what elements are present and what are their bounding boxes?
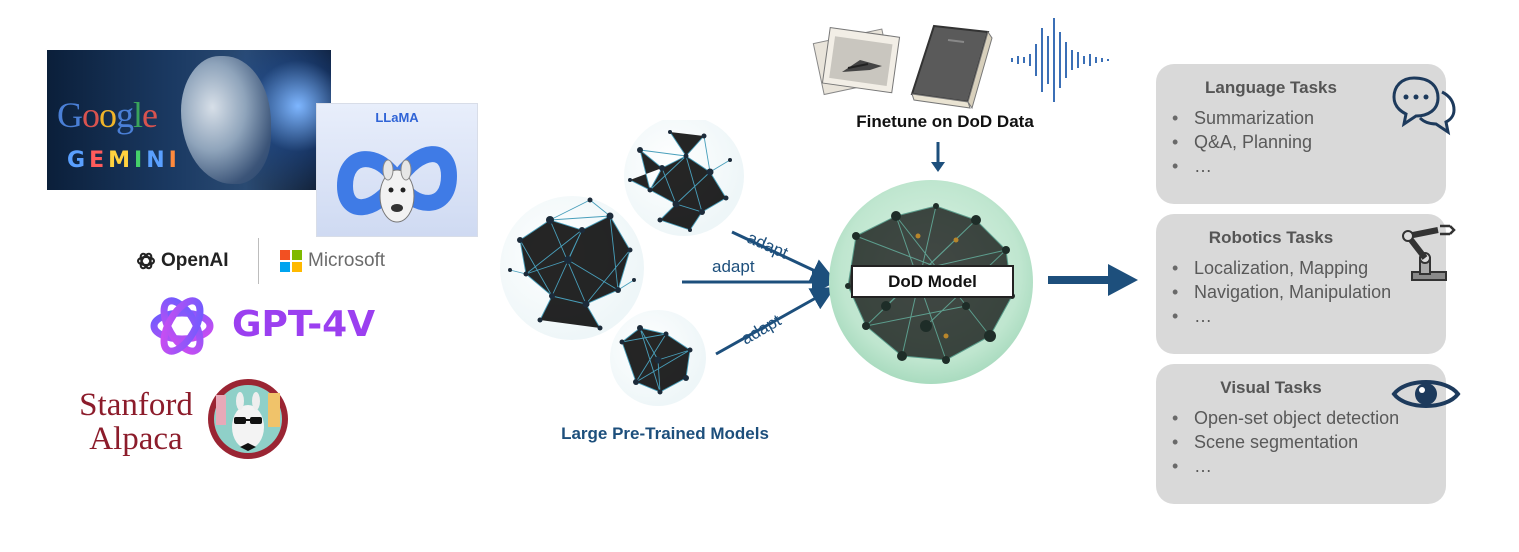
adapt-label-middle: adapt <box>712 257 755 276</box>
dod-model-label: DoD Model <box>851 265 1014 298</box>
eye-icon <box>1391 380 1461 408</box>
visual-tasks-title: Visual Tasks <box>1220 378 1322 397</box>
openai-icon <box>137 252 155 270</box>
llama-logo-card: LLaMA <box>316 103 478 237</box>
meta-infinity-icon <box>336 146 458 223</box>
google-logo-text: Google <box>57 95 158 135</box>
list-item: •… <box>1172 456 1212 476</box>
microsoft-label: Microsoft <box>308 250 386 271</box>
llama-title: LLaMA <box>375 110 419 125</box>
pretrained-models-label: Large Pre-Trained Models <box>561 424 769 443</box>
adapt-arrows <box>682 230 836 356</box>
pretrained-networks-graphic <box>500 120 744 406</box>
list-item: •Q&A, Planning <box>1172 132 1313 152</box>
finetune-arrow-icon <box>931 142 945 172</box>
stanford-alpaca-logo: Stanford Alpaca <box>66 388 206 456</box>
microsoft-windows-icon <box>280 250 302 272</box>
stanford-line2: Alpaca <box>89 421 183 457</box>
language-tasks-title: Language Tasks <box>1205 78 1337 97</box>
list-item: •Summarization <box>1172 108 1315 128</box>
stanford-line1: Stanford <box>79 387 193 423</box>
gemini-logo-text: GEMINI <box>67 148 181 173</box>
logo-divider <box>258 238 259 284</box>
visual-tasks-panel: Visual Tasks •Open-set object detection … <box>1156 364 1461 504</box>
book-icon <box>910 24 993 110</box>
list-item: •… <box>1172 156 1212 176</box>
gpt-knot-icon <box>150 297 214 355</box>
robot-face-image <box>181 56 271 184</box>
robotics-tasks-panel: Robotics Tasks •Localization, Mapping •N… <box>1156 214 1456 354</box>
robotics-tasks-title: Robotics Tasks <box>1208 228 1334 247</box>
list-item: •… <box>1172 306 1212 326</box>
openai-logo: OpenAI <box>135 250 229 272</box>
openai-label: OpenAI <box>161 250 229 271</box>
visual-tasks-list: •Open-set object detection •Scene segmen… <box>1172 406 1399 478</box>
microsoft-logo: Microsoft <box>280 250 385 272</box>
robot-arm-icon <box>1402 224 1456 281</box>
list-item: •Scene segmentation <box>1172 432 1359 452</box>
gpt-4v-label: GPT-4V <box>232 304 376 345</box>
output-arrow-icon <box>1048 264 1138 296</box>
list-item: •Navigation, Manipulation <box>1172 282 1392 302</box>
adapt-arrow-bottom <box>715 287 836 356</box>
audio-waveform-icon <box>1011 18 1109 102</box>
language-tasks-list: •Summarization •Q&A, Planning •… <box>1172 106 1314 178</box>
photos-stack-icon <box>812 26 901 96</box>
alpaca-avatar-icon <box>208 379 288 459</box>
gemini-banner: Google GEMINI <box>47 50 331 190</box>
chat-bubbles-icon <box>1392 76 1456 136</box>
finetune-label: Finetune on DoD Data <box>856 112 1034 131</box>
robotics-tasks-list: •Localization, Mapping •Navigation, Mani… <box>1172 256 1391 328</box>
language-tasks-panel: Language Tasks •Summarization •Q&A, Plan… <box>1156 64 1456 204</box>
list-item: •Open-set object detection <box>1172 408 1400 428</box>
list-item: •Localization, Mapping <box>1172 258 1369 278</box>
